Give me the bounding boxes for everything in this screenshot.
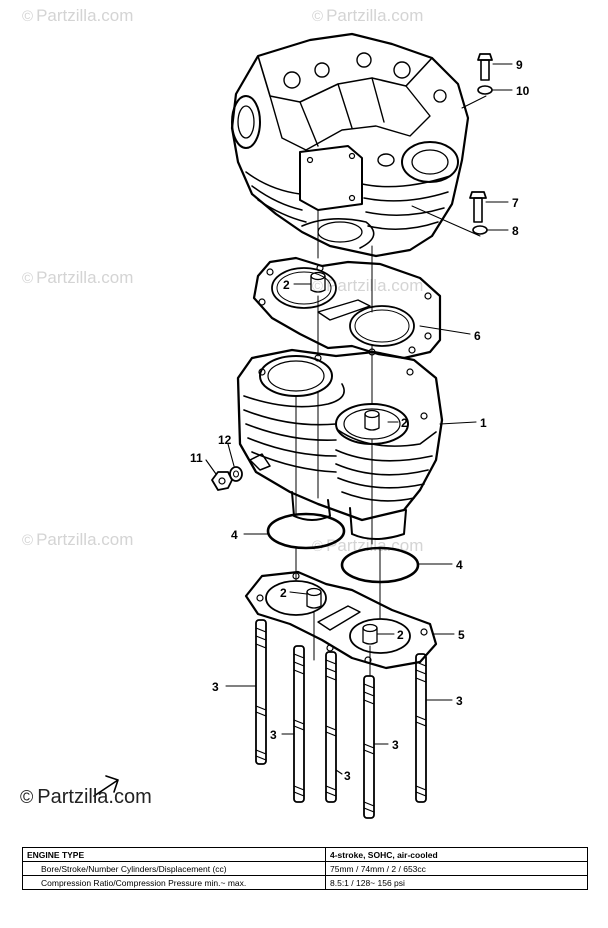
o-ring-left (266, 512, 346, 550)
stud-bolt (415, 653, 427, 803)
callout-2: 2 (401, 416, 408, 430)
leader-lines (205, 63, 513, 775)
watermark: ©Partzilla.com (22, 6, 134, 25)
callout-3: 3 (344, 769, 351, 783)
callout-2: 2 (397, 628, 404, 642)
watermark: ©Partzilla.com (22, 268, 134, 287)
spec-value: 4-stroke, SOHC, air-cooled (325, 847, 588, 862)
callout-4: 4 (231, 528, 238, 542)
callout-3: 3 (270, 728, 277, 742)
spec-header-row: ENGINE TYPE 4-stroke, SOHC, air-cooled (22, 847, 588, 862)
callout-5: 5 (458, 628, 465, 642)
callout-11: 11 (190, 451, 203, 465)
cylinder-head (230, 32, 470, 258)
stud-bolt (363, 675, 375, 819)
base-gasket (244, 570, 438, 670)
callout-2: 2 (280, 586, 287, 600)
callout-3: 3 (392, 738, 399, 752)
callout-3: 3 (212, 680, 219, 694)
spec-label: ENGINE TYPE (22, 847, 326, 862)
callout-2: 2 (283, 278, 290, 292)
drain-plug (211, 471, 233, 491)
washer (472, 225, 488, 235)
spec-row: Bore/Stroke/Number Cylinders/Displacemen… (22, 861, 588, 876)
brand-logo: ©Partzilla.com (20, 786, 152, 808)
watermark: ©Partzilla.com (312, 276, 424, 295)
callout-9: 9 (516, 58, 523, 72)
callout-1: 1 (480, 416, 487, 430)
callout-4: 4 (456, 558, 463, 572)
watermark: ©Partzilla.com (22, 530, 134, 549)
direction-arrow-icon (93, 775, 119, 797)
callout-6: 6 (474, 329, 481, 343)
stud-bolt (325, 651, 337, 803)
callout-8: 8 (512, 224, 519, 238)
callout-3: 3 (456, 694, 463, 708)
stud-bolt (293, 645, 305, 803)
bolt (469, 191, 487, 223)
stud-bolt (255, 619, 267, 765)
plug-gasket (229, 466, 243, 482)
cylinder-block (236, 348, 444, 540)
callout-7: 7 (512, 196, 519, 210)
engine-spec-table: ENGINE TYPE 4-stroke, SOHC, air-cooled B… (22, 847, 588, 890)
spec-label: Compression Ratio/Compression Pressure m… (22, 875, 326, 890)
spec-row: Compression Ratio/Compression Pressure m… (22, 875, 588, 890)
head-gasket (252, 256, 442, 360)
head-bolt (477, 53, 493, 81)
callout-12: 12 (218, 433, 232, 447)
head-washer (477, 85, 493, 95)
watermark: ©Partzilla.com (312, 6, 424, 25)
assembly-lines (295, 95, 487, 677)
spec-label: Bore/Stroke/Number Cylinders/Displacemen… (22, 861, 326, 876)
spec-value: 75mm / 74mm / 2 / 653cc (325, 861, 588, 876)
callout-10: 10 (516, 84, 530, 98)
spec-value: 8.5:1 / 128~ 156 psi (325, 875, 588, 890)
